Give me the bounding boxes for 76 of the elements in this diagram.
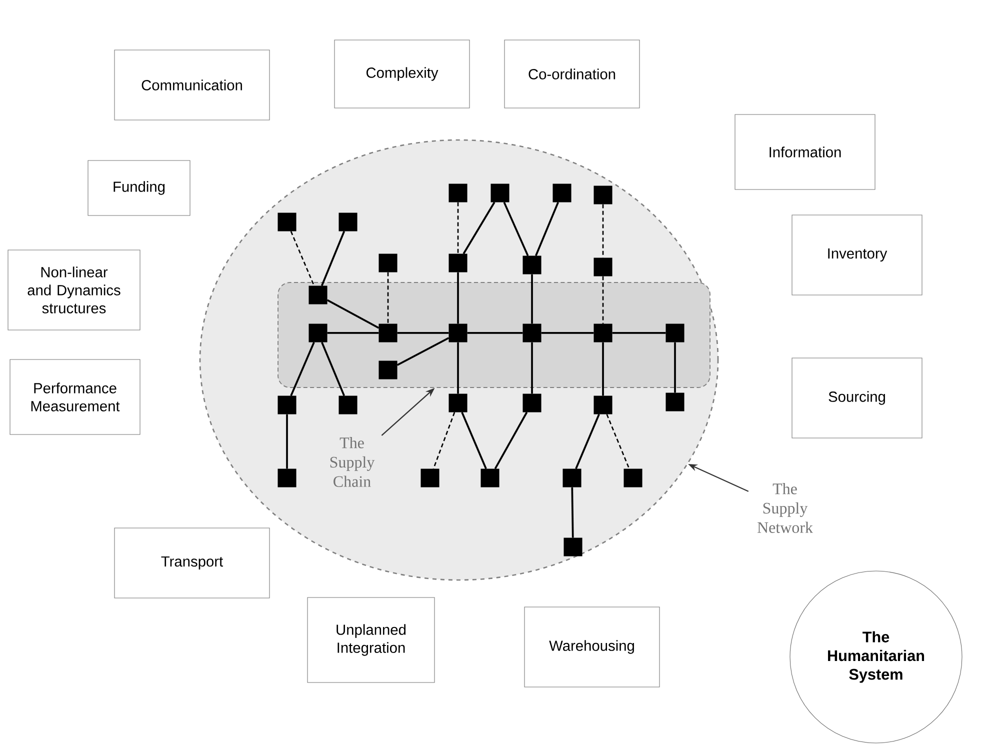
- network-node: [594, 258, 612, 276]
- concept-box: Communication: [114, 50, 270, 120]
- concept-box: Non-linear and Dynamics structures: [8, 250, 140, 330]
- connector-line: [531, 342, 533, 394]
- connector-line: [602, 204, 604, 258]
- network-node: [480, 468, 500, 488]
- connector-line: [602, 342, 604, 396]
- network-node: [338, 212, 358, 232]
- connector-line: [290, 342, 315, 396]
- connector-line: [541, 332, 594, 334]
- connector-line: [575, 414, 600, 470]
- connector-line: [457, 202, 459, 254]
- network-node: [278, 212, 296, 232]
- network-node: [308, 324, 328, 342]
- network-node: [552, 184, 572, 202]
- network-node: [522, 394, 542, 412]
- concept-box: Unplanned Integration: [307, 597, 435, 683]
- network-node: [448, 184, 468, 202]
- concept-box: Inventory: [792, 214, 922, 296]
- concept-box: Warehousing: [524, 606, 660, 688]
- connector-line: [290, 231, 315, 286]
- connector-line: [606, 414, 630, 469]
- network-node: [278, 468, 296, 488]
- network-node: [594, 324, 612, 342]
- network-node: [594, 186, 612, 204]
- network-node: [594, 396, 612, 414]
- connector-line: [571, 487, 574, 538]
- connector-line: [321, 342, 345, 396]
- concept-box: Performance Measurement: [10, 359, 140, 435]
- network-node: [308, 286, 328, 304]
- network-node: [522, 324, 542, 342]
- connector-line: [457, 272, 459, 324]
- connector-line: [494, 412, 528, 470]
- concept-box: Transport: [114, 528, 270, 598]
- connector-line: [535, 202, 559, 256]
- network-node: [278, 396, 296, 414]
- connector-line: [612, 332, 666, 334]
- connector-line: [462, 202, 496, 254]
- connector-line: [327, 332, 379, 334]
- connector-line: [320, 230, 346, 286]
- chain-band: [278, 282, 710, 388]
- network-node: [448, 254, 468, 272]
- connector-line: [467, 332, 523, 334]
- network-node: [522, 256, 542, 274]
- connector-line: [387, 272, 389, 324]
- connector-line: [602, 276, 604, 324]
- network-node: [666, 324, 684, 342]
- network-node: [624, 468, 642, 488]
- concept-box: Complexity: [334, 40, 470, 108]
- network-node: [490, 184, 510, 202]
- network-node: [564, 538, 582, 556]
- network-node: [420, 468, 440, 488]
- network-node: [338, 396, 358, 414]
- connector-line: [397, 332, 449, 334]
- connector-line: [432, 412, 456, 469]
- network-node: [448, 324, 468, 342]
- connector-line: [674, 342, 676, 393]
- connector-line: [531, 274, 533, 324]
- connector-line: [326, 299, 380, 329]
- network-node: [562, 468, 582, 488]
- concept-box: Co-ordination: [504, 40, 640, 108]
- annotation-text: The Supply Network: [757, 483, 813, 533]
- network-node: [378, 324, 398, 342]
- network-node: [448, 394, 468, 412]
- concept-box: Funding: [88, 160, 190, 216]
- connector-line: [503, 202, 529, 256]
- connector-line: [461, 412, 487, 470]
- connector-line: [396, 337, 450, 366]
- connector-line: [457, 342, 459, 394]
- network-node: [666, 392, 684, 412]
- concept-box: Information: [734, 114, 876, 190]
- connector-line: [286, 414, 288, 469]
- concept-box: Sourcing: [792, 358, 922, 438]
- network-node: [378, 360, 398, 380]
- network-node: [378, 254, 398, 272]
- annotation-text: The Supply Chain: [330, 437, 375, 487]
